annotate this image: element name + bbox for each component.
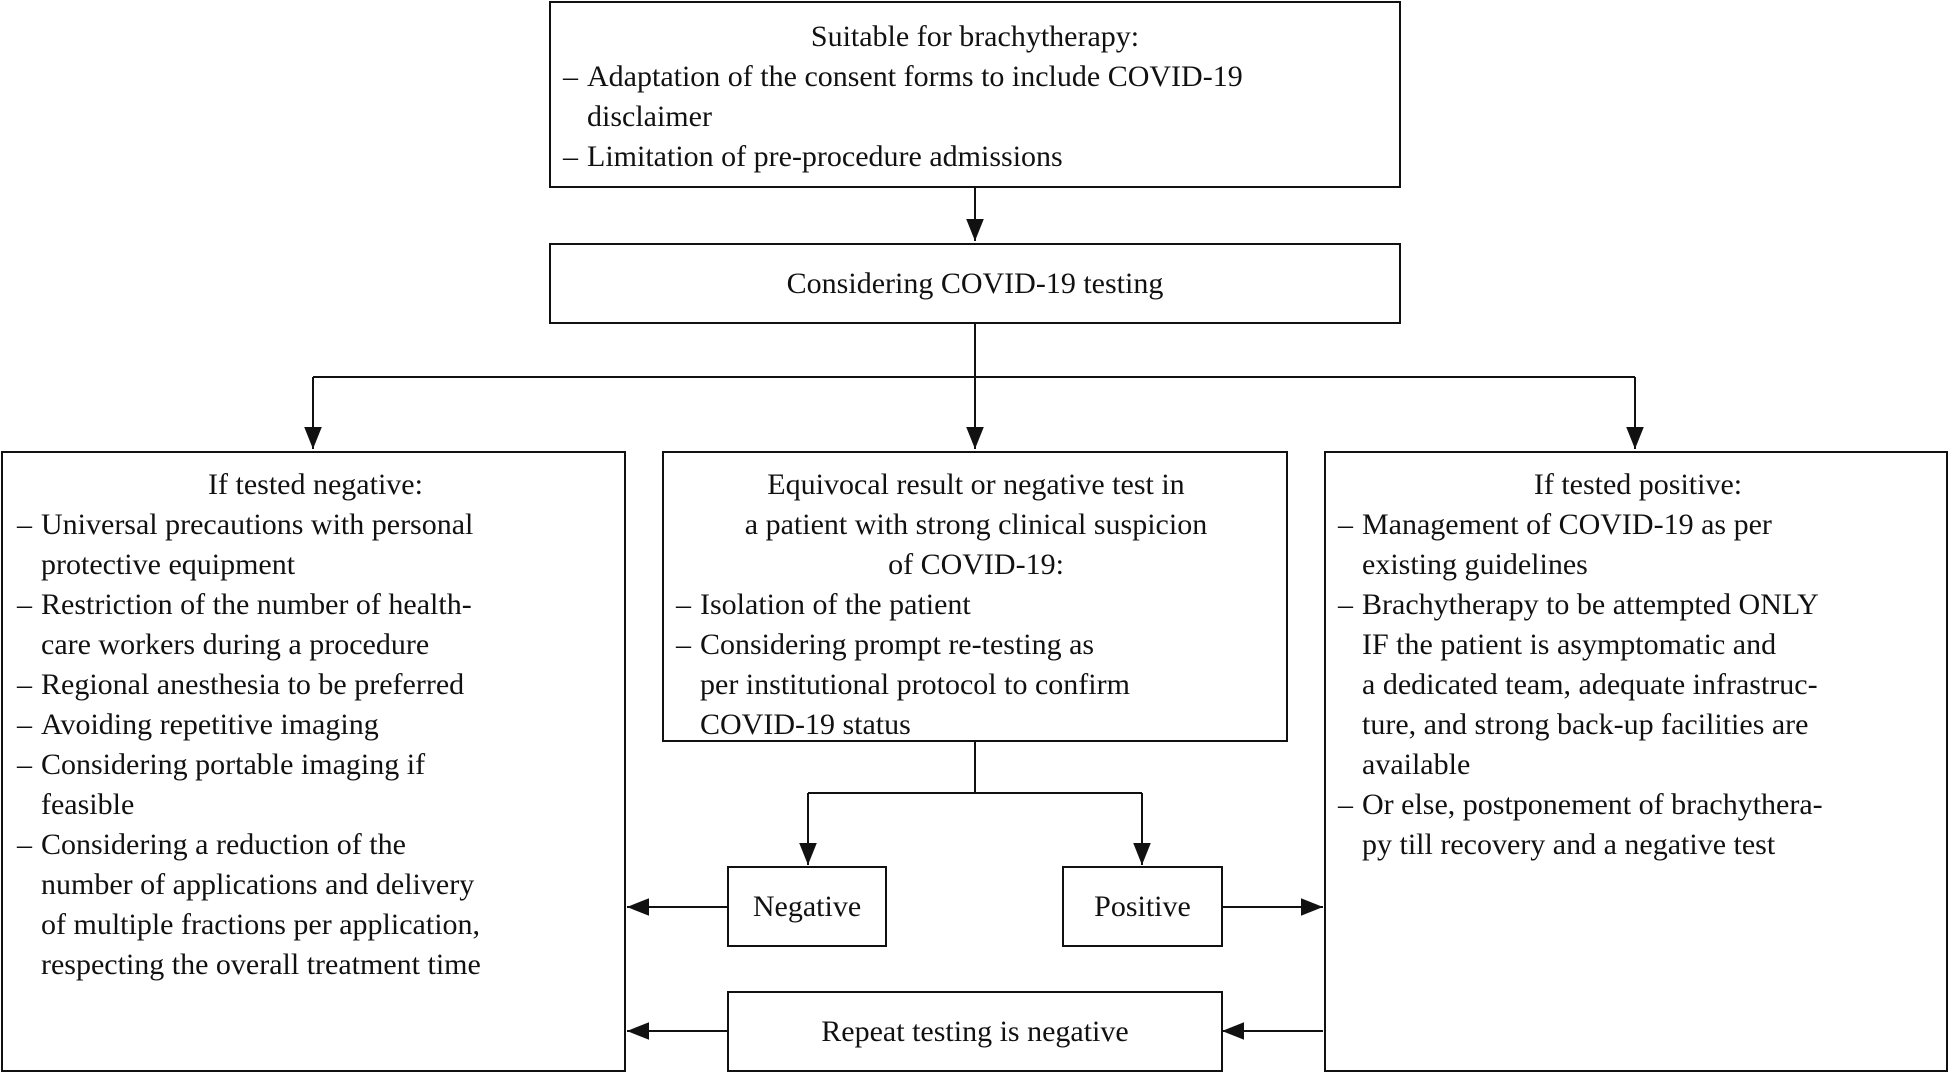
list-item: –Or else, postponement of brachythera- p… xyxy=(1338,788,1823,861)
tested-positive-list: –Management of COVID-19 as per existing … xyxy=(1338,505,1938,865)
list-item: –Adaptation of the consent forms to incl… xyxy=(563,60,1243,133)
list-item: –Considering a reduction of the number o… xyxy=(17,828,481,981)
list-item: –Avoiding repetitive imaging xyxy=(17,708,379,741)
equivocal-box: Equivocal result or negative test in a p… xyxy=(662,451,1288,742)
list-item: –Restriction of the number of health- ca… xyxy=(17,588,472,661)
tested-negative-title: If tested negative: xyxy=(208,468,423,501)
tested-positive-box: If tested positive: –Management of COVID… xyxy=(1324,451,1948,1072)
suitable-box-list: –Adaptation of the consent forms to incl… xyxy=(563,57,1387,177)
equivocal-box-title: Equivocal result or negative test in a p… xyxy=(744,468,1208,581)
list-item: –Management of COVID-19 as per existing … xyxy=(1338,508,1772,581)
negative-result-label: Negative xyxy=(752,889,862,923)
list-item: –Isolation of the patient xyxy=(676,588,971,621)
tested-negative-list: –Universal precautions with personal pro… xyxy=(17,505,614,985)
suitable-box: Suitable for brachytherapy: –Adaptation … xyxy=(549,1,1401,188)
positive-result-box: Positive xyxy=(1062,866,1223,947)
negative-result-box: Negative xyxy=(727,866,887,947)
suitable-box-title: Suitable for brachytherapy: xyxy=(810,20,1140,53)
repeat-testing-box: Repeat testing is negative xyxy=(727,991,1223,1072)
list-item: –Limitation of pre-procedure admissions xyxy=(563,140,1063,173)
testing-box-label: Considering COVID-19 testing xyxy=(786,266,1164,300)
positive-result-label: Positive xyxy=(1094,889,1191,923)
list-item: –Brachytherapy to be attempted ONLY IF t… xyxy=(1338,588,1819,781)
testing-box: Considering COVID-19 testing xyxy=(549,243,1401,324)
list-item: –Regional anesthesia to be preferred xyxy=(17,668,465,701)
list-item: –Considering prompt re-testing as per in… xyxy=(676,628,1130,741)
repeat-testing-label: Repeat testing is negative xyxy=(821,1014,1129,1048)
equivocal-box-list: –Isolation of the patient –Considering p… xyxy=(676,585,1276,745)
tested-negative-box: If tested negative: –Universal precautio… xyxy=(1,451,626,1072)
list-item: –Considering portable imaging if feasibl… xyxy=(17,748,426,821)
list-item: –Universal precautions with personal pro… xyxy=(17,508,474,581)
tested-positive-title: If tested positive: xyxy=(1533,468,1743,501)
